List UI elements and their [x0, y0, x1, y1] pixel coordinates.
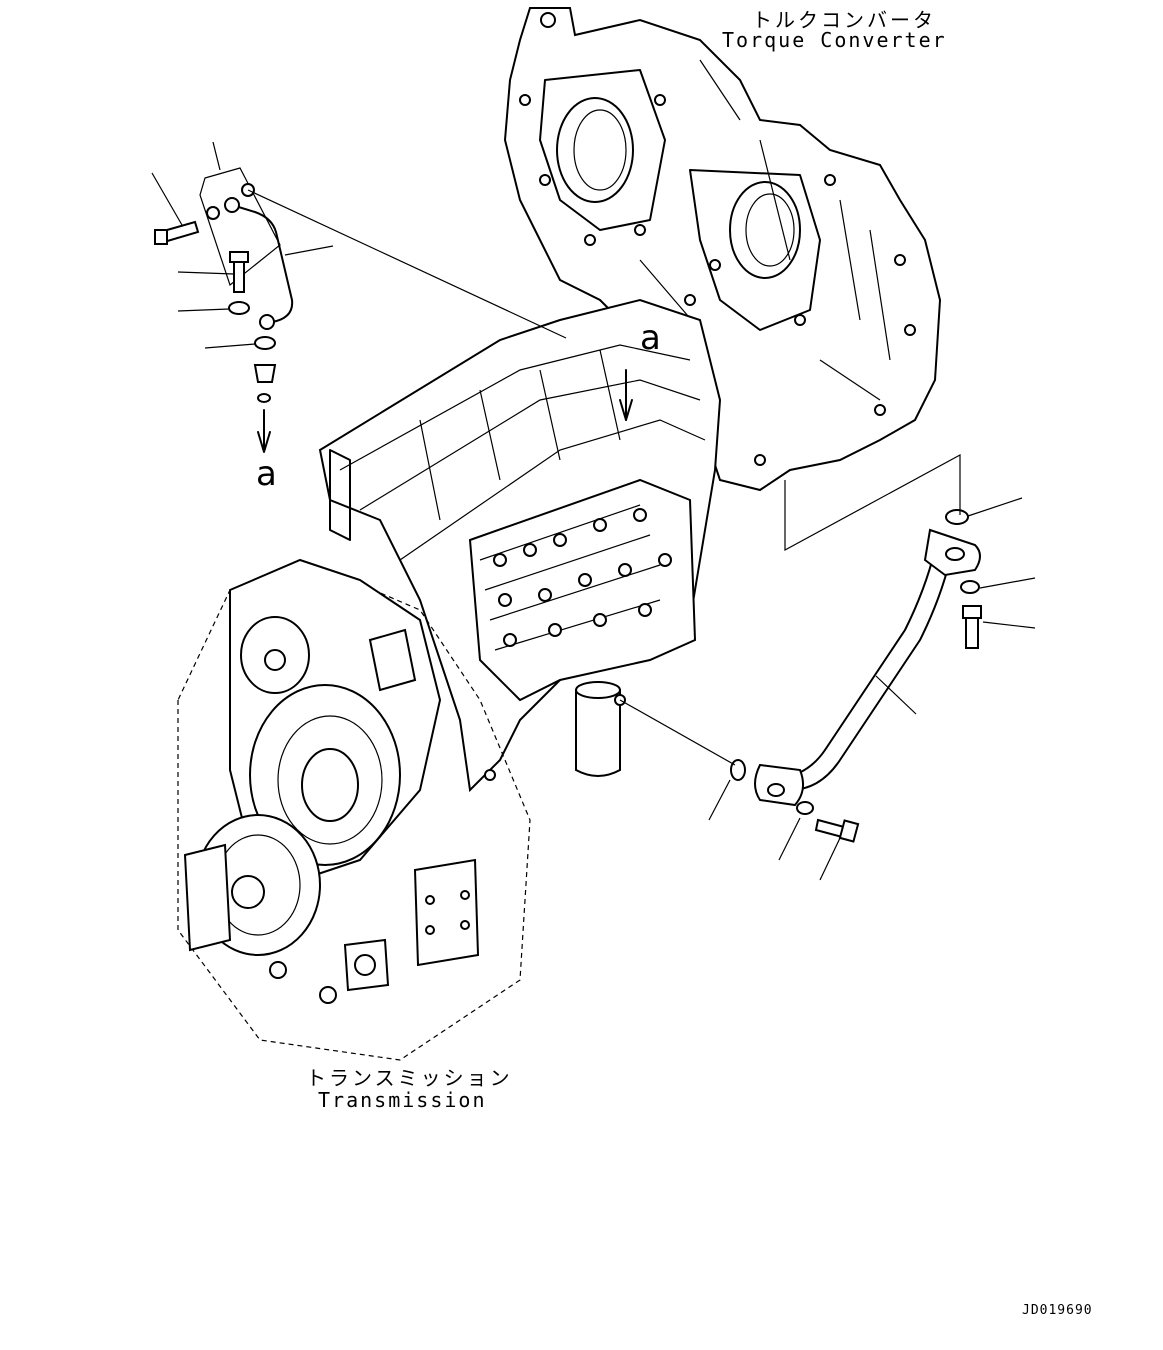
transmission-case	[318, 298, 722, 793]
transmission-label-ja: トランスミッション	[306, 1066, 513, 1090]
torque-converter-housing	[503, 7, 942, 492]
reference-a-top: a	[640, 318, 663, 358]
small-tube-assembly	[154, 167, 567, 453]
transmission-label-en: Transmission	[318, 1088, 487, 1112]
torque-converter-label-en: Torque Converter	[722, 28, 947, 52]
torque-converter-label-ja: トルクコンバータ	[752, 8, 936, 32]
drawing-code: JD019690	[1022, 1303, 1093, 1318]
large-tube-assembly	[619, 369, 982, 843]
leader-lines	[151, 141, 1036, 881]
reference-a-left: a	[256, 454, 279, 494]
transmission-front-housing	[177, 558, 531, 1061]
